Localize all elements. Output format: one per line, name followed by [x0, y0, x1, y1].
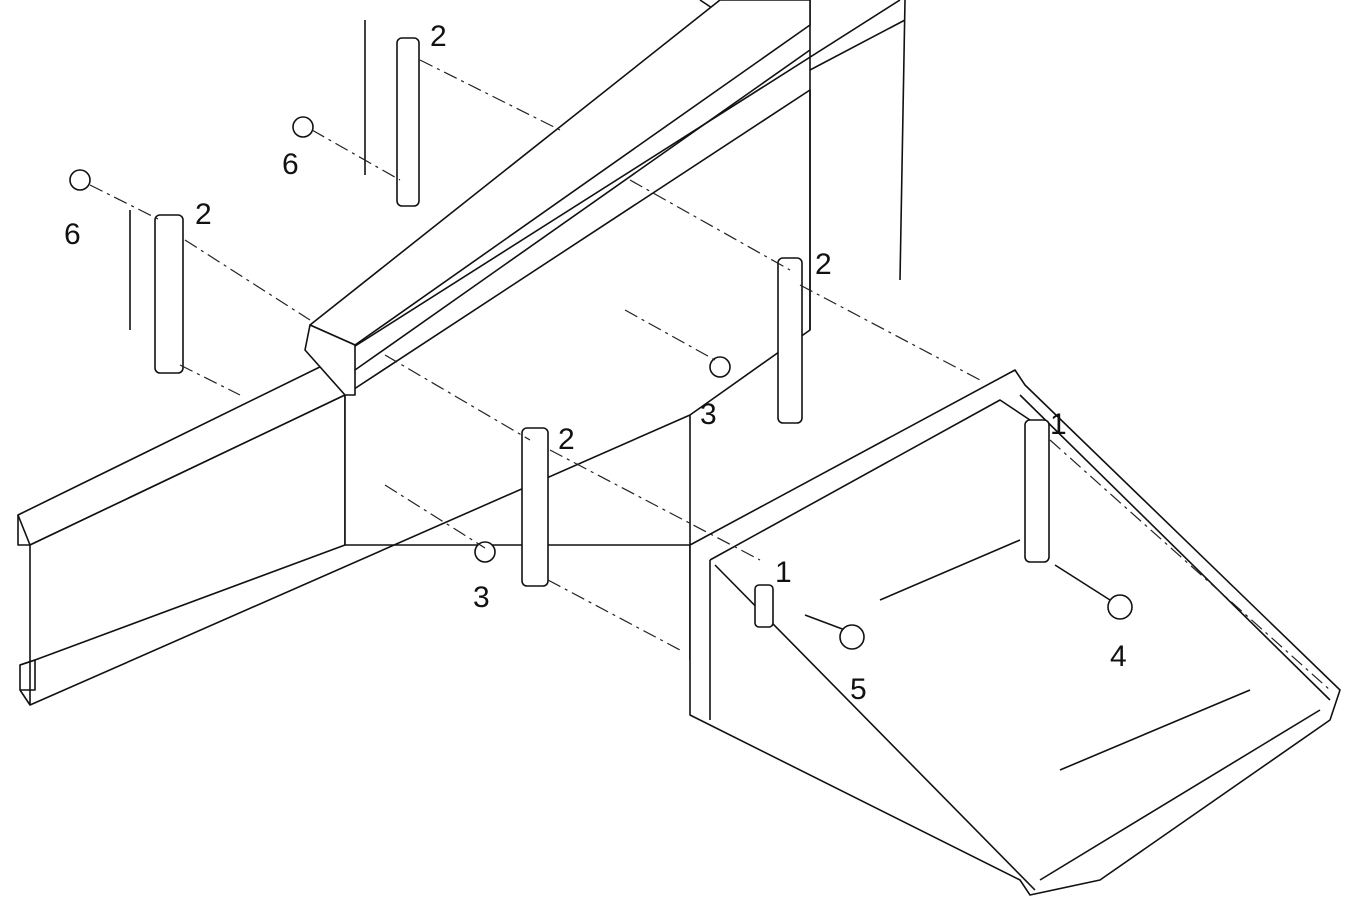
callout-2: 2	[195, 198, 212, 231]
battery-tray	[689, 369, 1341, 896]
callout-1: 1	[775, 556, 792, 589]
callout-1: 1	[1050, 408, 1067, 441]
alignment-lines	[89, 59, 1331, 691]
crossmember	[129, 0, 811, 396]
callout-4: 4	[1110, 640, 1127, 673]
callout-2: 2	[430, 20, 447, 53]
brackets	[154, 37, 1050, 628]
callout-2: 2	[815, 248, 832, 281]
callout-5: 5	[850, 673, 867, 706]
fasteners	[69, 116, 1133, 650]
callout-2: 2	[558, 423, 575, 456]
callout-6: 6	[64, 218, 81, 251]
callout-6: 6	[282, 148, 299, 181]
callout-3: 3	[473, 581, 490, 614]
callout-3: 3	[700, 398, 717, 431]
